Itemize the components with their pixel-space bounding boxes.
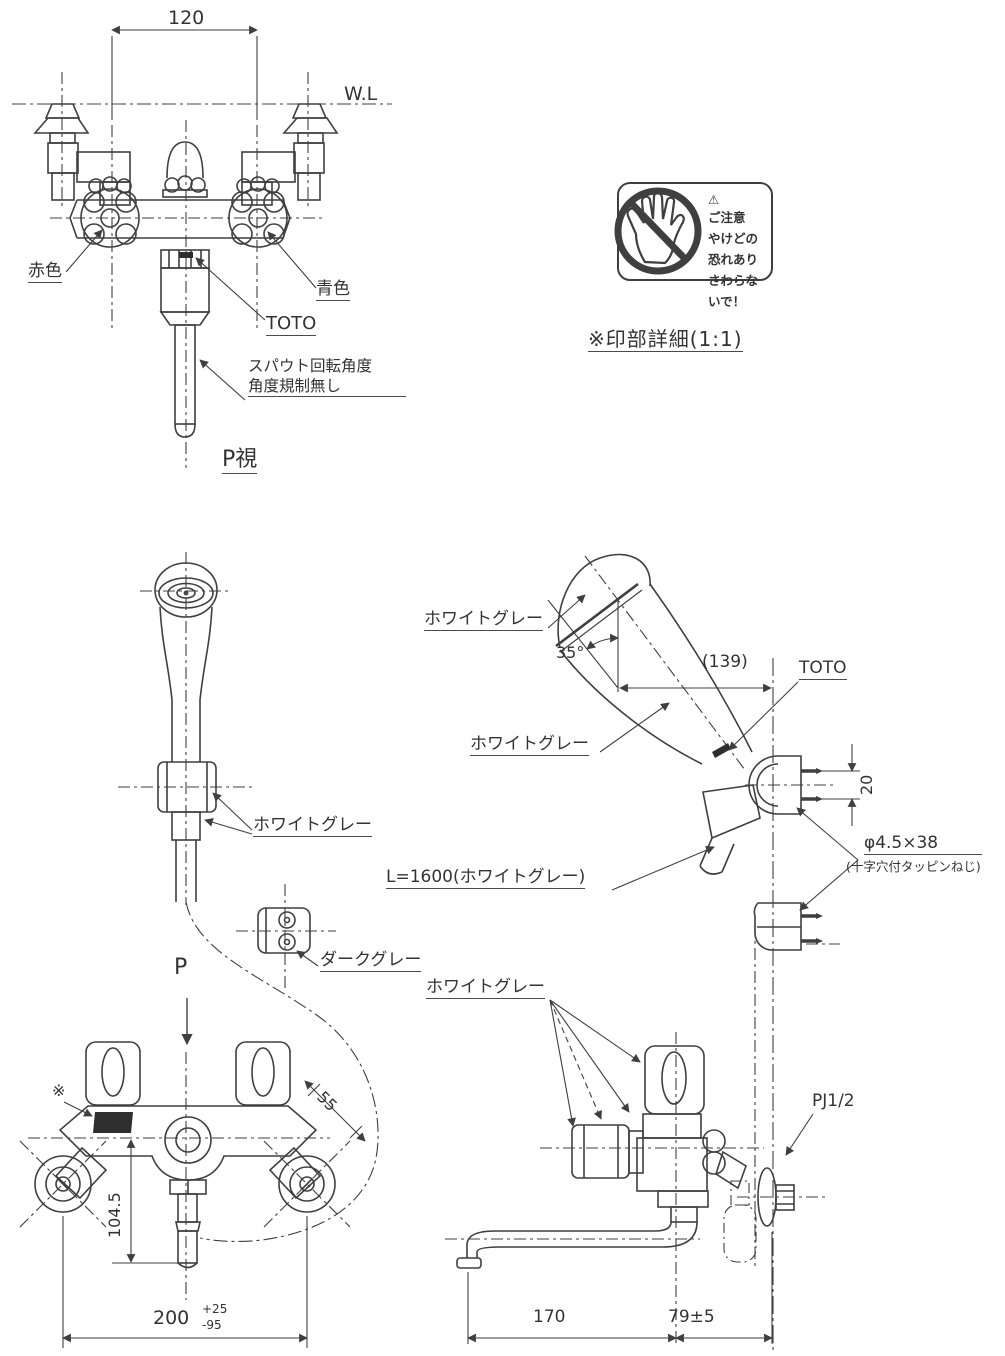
- shower-head-front: [154, 562, 218, 618]
- spout-note-leader: [199, 359, 246, 401]
- dim-200-tol-plus: +25: [202, 1302, 228, 1316]
- brand-mark: [712, 743, 731, 758]
- prohibition-circle: [614, 187, 702, 275]
- lower-wall-hook: [753, 902, 840, 951]
- caution-label-text: ⚠ご注意 やけどの 恐れあり さわらな いで！: [708, 192, 770, 310]
- dim-120: 120: [168, 7, 205, 29]
- hose-connector-nut: [702, 784, 761, 840]
- handle-color-label: ホワイトグレー: [470, 734, 589, 756]
- side-body-upper: [642, 1113, 702, 1139]
- cold-side-label: 青色: [316, 279, 350, 301]
- brand-label-side: TOTO: [799, 658, 847, 680]
- head-axis: [584, 555, 746, 771]
- check-valve-unit: [571, 1124, 644, 1179]
- spout-note-line2: 角度規制無し: [248, 377, 406, 398]
- front-spout: [169, 1179, 207, 1269]
- phantom-hose-hang: [723, 1180, 757, 1263]
- side-spout: [456, 1221, 698, 1269]
- dim-170: 170: [533, 1307, 566, 1327]
- brand-label-top: TOTO: [266, 313, 317, 336]
- marked-area-symbol: ※: [52, 1081, 66, 1100]
- screw-spec: φ4.5×38: [864, 834, 982, 855]
- hot-side-label: 赤色: [28, 261, 62, 283]
- hose-length-label: L=1600(ホワイトグレー): [386, 867, 586, 889]
- hot-leader: [65, 229, 103, 273]
- detail-caption: ※印部詳細(1:1): [588, 327, 743, 352]
- angle-35: 35°: [556, 643, 585, 662]
- caution-label-location: [93, 1112, 133, 1133]
- dim-139: (139): [702, 652, 748, 672]
- center-spout-column: [159, 141, 211, 438]
- handle-right-edge: [199, 606, 213, 762]
- front-right-knob: [235, 1041, 291, 1106]
- side-body-lower: [636, 1137, 708, 1192]
- cold-leader: [267, 231, 317, 289]
- left-handle: [80, 176, 140, 248]
- right-handle: [228, 176, 288, 248]
- prohibition-slash: [627, 199, 690, 264]
- wall-joint: [702, 1129, 795, 1227]
- dim-20: 20: [857, 774, 876, 795]
- hose-nut: [171, 811, 201, 841]
- dim-200-tol-minus: -95: [202, 1318, 222, 1332]
- shower-front-linework: [118, 552, 379, 1243]
- faucet-side-linework: [445, 999, 828, 1346]
- dim-79-5: 79±5: [668, 1307, 715, 1327]
- pipe-connection-label: PJ1/2: [812, 1091, 855, 1111]
- p-direction-label: P: [174, 955, 188, 980]
- body-color-label: ホワイトグレー: [426, 977, 545, 999]
- top-view-linework: [12, 25, 392, 468]
- hook-color-label: ダークグレー: [320, 950, 422, 972]
- p-view-caption: P視: [222, 447, 258, 475]
- screw-note: (十字穴付タッピンねじ): [846, 859, 981, 874]
- shower-side-linework: [547, 553, 860, 1350]
- valve-body-bar: [69, 199, 291, 239]
- warning-triangle-icon: ⚠: [708, 192, 720, 207]
- marked-spot: [179, 252, 193, 258]
- faucet-front-linework: [19, 1041, 366, 1348]
- left-union: [34, 1155, 92, 1213]
- brand-leader: [195, 257, 266, 321]
- head-color-label: ホワイトグレー: [424, 609, 543, 631]
- hanger-hook-piece: [236, 884, 336, 988]
- handle-left-edge: [159, 606, 173, 762]
- upper-wall-bracket: [745, 755, 835, 815]
- spout-note-line1: スパウト回転角度: [248, 357, 373, 375]
- dim-104-5: 104.5: [105, 1192, 124, 1238]
- water-line-label: W.L: [344, 83, 378, 105]
- side-knob: [644, 1045, 705, 1115]
- holder-color-label: ホワイトグレー: [253, 815, 372, 837]
- caution-label-detail: [614, 182, 773, 281]
- dim-200: 200: [153, 1307, 190, 1329]
- front-left-knob: [85, 1041, 141, 1106]
